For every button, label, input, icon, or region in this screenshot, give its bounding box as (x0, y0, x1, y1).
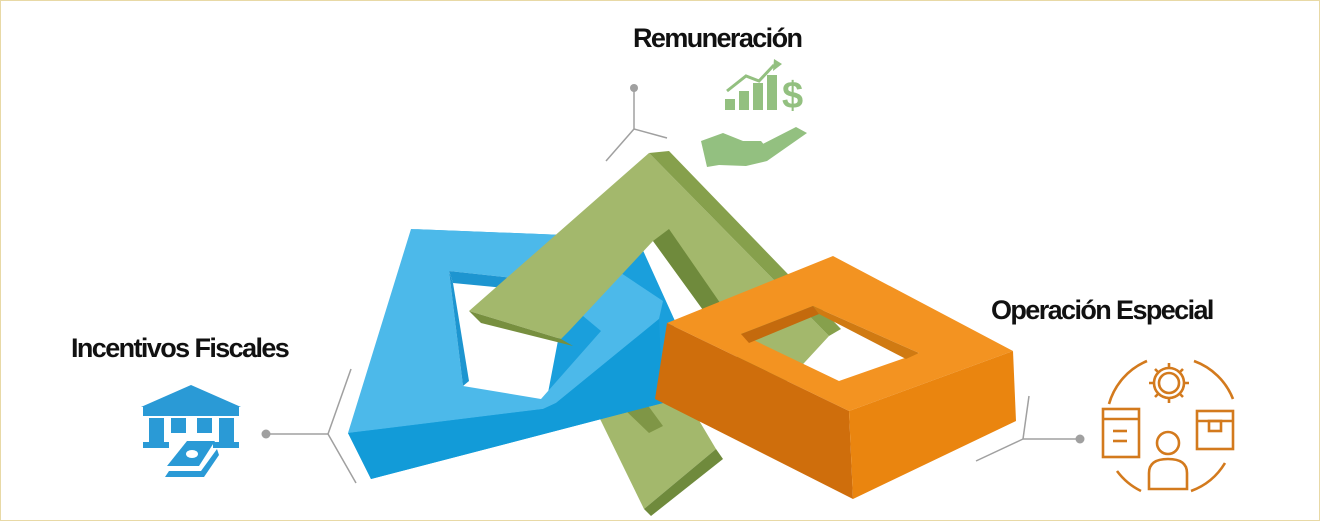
connector-incentivos (261, 368, 357, 484)
person-gear-boxes-icon (1101, 359, 1235, 493)
label-operacion-especial: Operación Especial (991, 295, 1214, 325)
bank-money-icon (141, 385, 241, 477)
svg-text:$: $ (782, 75, 803, 117)
connector-remuneracion (605, 84, 668, 162)
hand-money-growth-icon: $ (701, 59, 807, 167)
orange-link (655, 256, 1016, 499)
connector-operacion (975, 395, 1085, 462)
label-incentivos-fiscales: Incentivos Fiscales (71, 333, 290, 363)
label-remuneracion: Remuneración (633, 23, 803, 53)
